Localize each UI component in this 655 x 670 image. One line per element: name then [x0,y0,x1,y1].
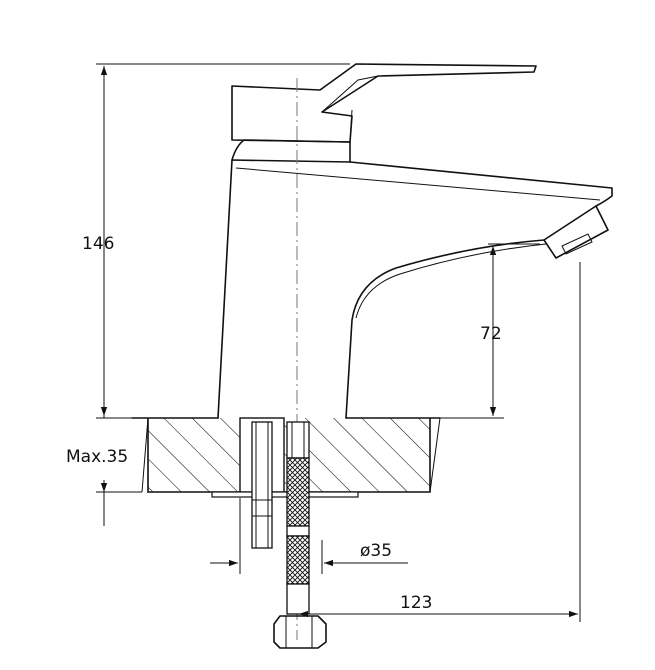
lever-handle [231,63,537,143]
threaded-stud [251,421,273,549]
hex-nut [273,615,327,649]
countertop-section [131,417,441,498]
dim-counter-thickness: Max.35 [66,402,142,526]
dim-hole-diameter: ø35 [210,498,408,574]
dim-label-spout-reach: 123 [400,593,432,613]
dim-total-height: 146 [82,63,350,419]
dim-spout-reach: 123 [299,262,581,622]
faucet-body [217,139,613,419]
dim-spout-height: 72 [440,243,540,419]
dim-label-total-height: 146 [82,234,114,254]
dim-label-hole-diameter: ø35 [360,541,392,561]
supply-hose [286,421,310,615]
dim-label-counter-thickness: Max.35 [66,447,128,467]
dim-label-spout-height: 72 [480,324,502,344]
mounting-plate [211,491,359,498]
